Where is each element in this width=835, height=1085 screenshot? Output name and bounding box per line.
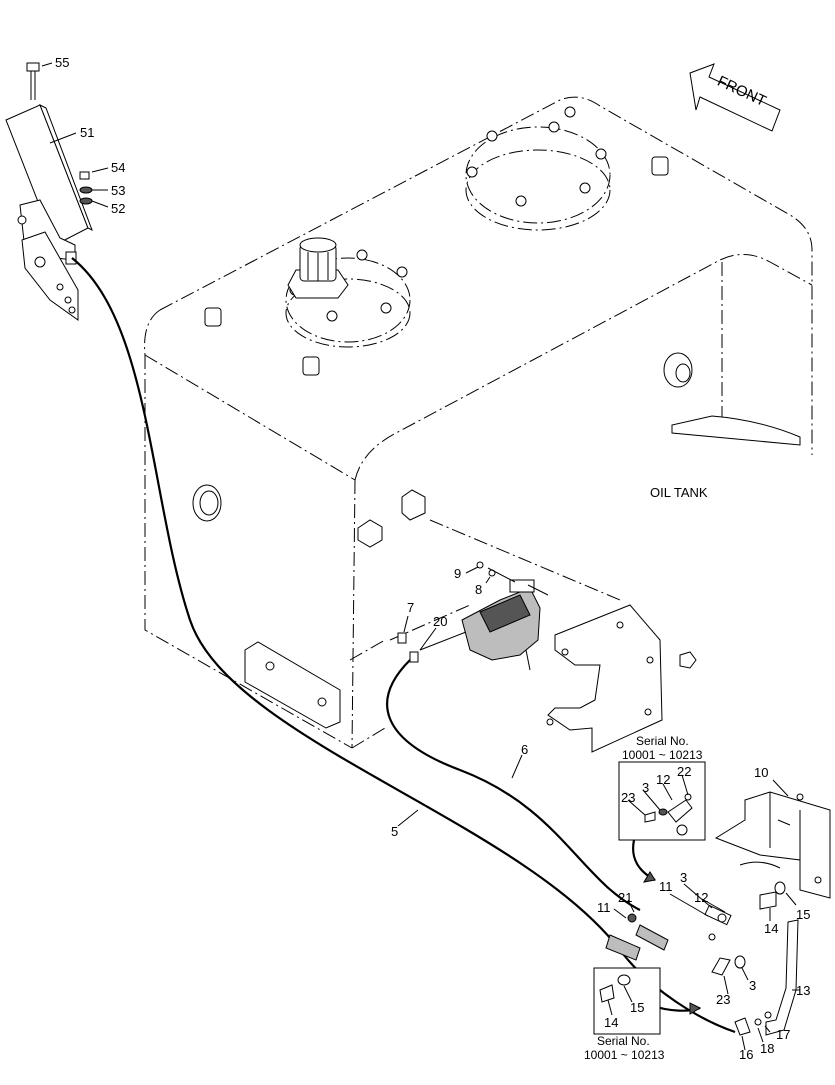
part-label-9: 9 <box>454 566 461 581</box>
level-gauge <box>192 484 222 522</box>
part-label-5: 5 <box>391 824 398 839</box>
front-arrow: FRONT <box>689 63 781 132</box>
part-label-51: 51 <box>80 125 94 140</box>
serial-caption-1-line2: 10001 ~ 10213 <box>622 748 703 762</box>
inset1-label-22: 22 <box>677 764 691 779</box>
part-label-6: 6 <box>521 742 528 757</box>
part-label-11a: 11 <box>597 900 611 915</box>
cable-6 <box>386 659 641 911</box>
part-label-13: 13 <box>796 983 810 998</box>
inset2-label-14: 14 <box>604 1015 618 1030</box>
inset2-label-15: 15 <box>630 1000 644 1015</box>
part-label-3b: 3 <box>749 978 756 993</box>
inset1-label-23: 23 <box>621 790 635 805</box>
serial-caption-2-line2: 10001 ~ 10213 <box>584 1048 665 1062</box>
part-label-55: 55 <box>55 55 69 70</box>
part-label-54: 54 <box>111 160 125 175</box>
part-label-11b: 11 <box>659 879 673 894</box>
inset1-label-3: 3 <box>642 780 649 795</box>
controller-bracket <box>546 604 697 753</box>
lever-assembly <box>605 881 799 1036</box>
inset-box-serial-2 <box>593 967 661 1035</box>
accel-controller <box>397 561 549 671</box>
leader-lines <box>41 62 800 1051</box>
part-label-12a: 12 <box>694 890 708 905</box>
oil-tank-label: OIL TANK <box>650 485 708 500</box>
part-label-7: 7 <box>407 600 414 615</box>
part-label-21: 21 <box>618 890 632 905</box>
part-label-52: 52 <box>111 201 125 216</box>
part-label-10: 10 <box>754 765 768 780</box>
serial-caption-1-line1: Serial No. <box>636 734 689 748</box>
part-label-20: 20 <box>433 614 447 629</box>
part-label-8: 8 <box>475 582 482 597</box>
pedal-assembly <box>5 62 93 321</box>
part-label-23a: 23 <box>716 992 730 1007</box>
part-label-16: 16 <box>739 1047 753 1062</box>
breather-cap <box>287 237 349 299</box>
inset-box-serial-1 <box>618 761 706 841</box>
serial-caption-1: Serial No. 10001 ~ 10213 <box>622 734 703 762</box>
part-label-53: 53 <box>111 183 125 198</box>
part-labels: 55 51 54 53 52 9 8 7 20 6 5 10 11 21 11 … <box>55 55 810 1062</box>
part-label-3a: 3 <box>680 870 687 885</box>
bracket-10 <box>714 791 831 899</box>
serial-caption-2-line1: Serial No. <box>597 1034 650 1048</box>
part-label-15a: 15 <box>796 907 810 922</box>
serial-caption-2: Serial No. 10001 ~ 10213 <box>584 1034 665 1062</box>
inset1-label-12: 12 <box>656 772 670 787</box>
oil-tank: OIL TANK <box>144 96 813 749</box>
part-label-17: 17 <box>776 1027 790 1042</box>
part-label-14a: 14 <box>764 921 778 936</box>
part-label-18: 18 <box>760 1041 774 1056</box>
